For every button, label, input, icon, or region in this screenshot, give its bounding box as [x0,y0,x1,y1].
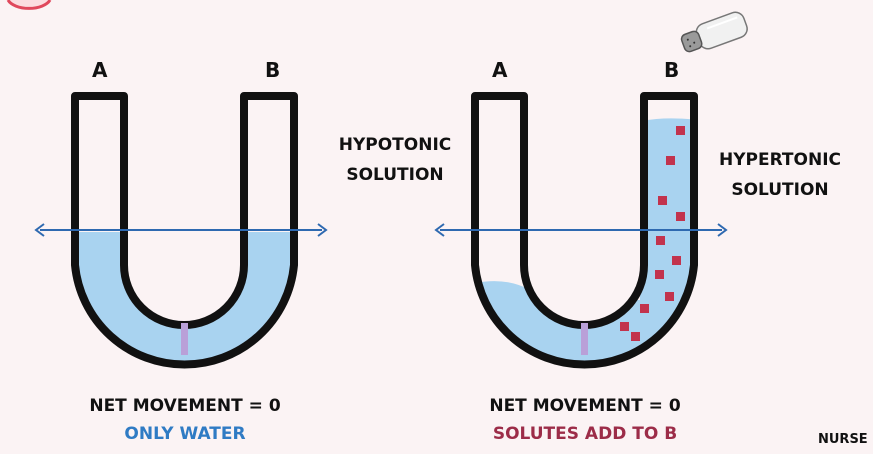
brand-text: NURSE [818,432,868,447]
solute-particle-icon [631,332,640,341]
solute-particle-icon [665,292,674,301]
solute-particle-icon [672,256,681,265]
solute-particle-icon [655,270,664,279]
left-membrane [181,323,188,355]
right-label-a: A [492,58,508,82]
solute-particle-icon [656,236,665,245]
left-net-movement: NET MOVEMENT = 0 [89,396,281,416]
left-label-a: A [92,58,108,82]
right-double-arrow-icon [434,223,728,237]
solute-particles [620,126,685,341]
solute-particle-icon [666,156,675,165]
right-label-b: B [664,58,680,82]
left-double-arrow-icon [34,223,328,237]
right-tube-outline [471,92,698,369]
left-label-b: B [265,58,281,82]
corner-circle-icon [6,0,52,10]
left-caption: ONLY WATER [124,424,246,444]
right-net-movement: NET MOVEMENT = 0 [489,396,681,416]
hypertonic-label: HYPERTONIC SOLUTION [710,145,850,205]
hypotonic-label: HYPOTONIC SOLUTION [330,130,460,190]
hypotonic-line2: SOLUTION [346,165,444,185]
hypertonic-line2: SOLUTION [731,180,829,200]
solute-particle-icon [676,212,685,221]
right-caption: SOLUTES ADD TO B [492,424,678,444]
solute-particle-icon [658,196,667,205]
solute-particle-icon [640,304,649,313]
salt-shaker-icon [680,11,748,53]
hypertonic-line1: HYPERTONIC [718,150,841,170]
left-u-tube [71,92,298,369]
right-membrane [581,323,588,355]
hypotonic-line1: HYPOTONIC [338,135,452,155]
solute-particle-icon [676,126,685,135]
solute-particle-icon [620,322,629,331]
left-tube-outline [71,92,298,369]
